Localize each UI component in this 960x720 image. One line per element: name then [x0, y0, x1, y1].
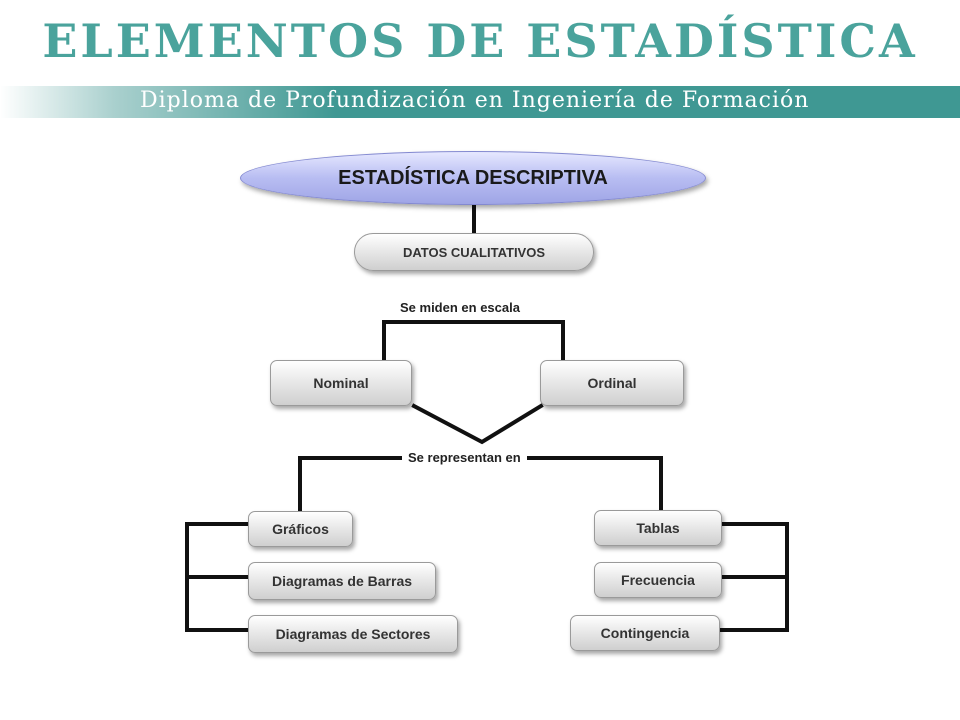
tables-node: Tablas [594, 510, 722, 546]
tables-item-frequency: Frecuencia [594, 562, 722, 598]
represent-label: Se representan en [402, 450, 527, 465]
scale-node-ordinal: Ordinal [540, 360, 684, 406]
graphics-item-bar-charts: Diagramas de Barras [248, 562, 436, 600]
subtitle-band [0, 86, 960, 118]
scale-node-nominal: Nominal [270, 360, 412, 406]
connector-v-join [411, 403, 544, 445]
connector-represent-bracket [298, 456, 663, 514]
graphics-node: Gráficos [248, 511, 353, 547]
tables-item-contingency: Contingencia [570, 615, 720, 651]
data-type-node: DATOS CUALITATIVOS [354, 233, 594, 271]
page-subtitle: Diploma de Profundización en Ingeniería … [140, 88, 810, 113]
page-title: ELEMENTOS DE ESTADÍSTICA [42, 14, 918, 68]
scale-label: Se miden en escala [394, 300, 526, 315]
root-node: ESTADÍSTICA DESCRIPTIVA [240, 151, 706, 205]
graphics-item-pie-charts: Diagramas de Sectores [248, 615, 458, 653]
connector-scale-bracket [382, 320, 565, 362]
